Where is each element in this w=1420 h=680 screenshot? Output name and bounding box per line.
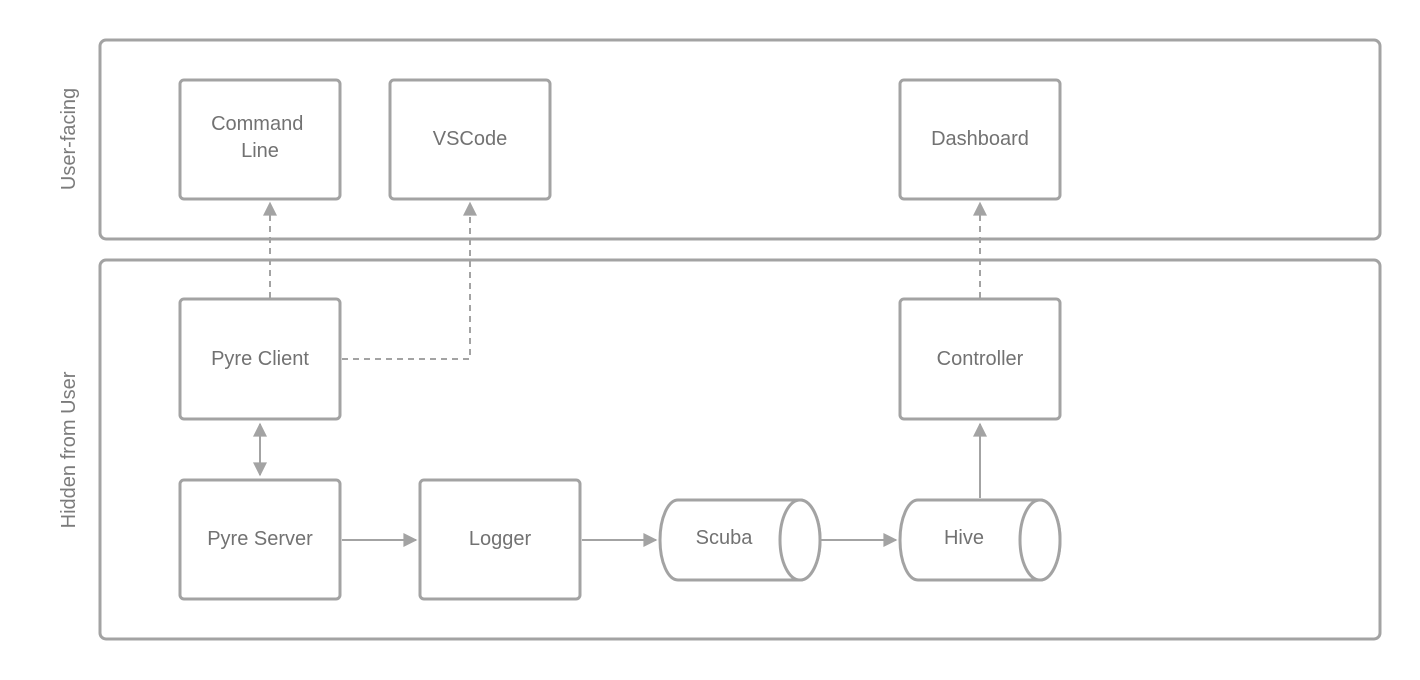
lane-label-hidden-from-user: Hidden from User bbox=[58, 371, 80, 528]
node-vscode-label: VSCode bbox=[433, 128, 508, 150]
node-dashboard[interactable]: Dashboard bbox=[898, 78, 1062, 201]
lane-label-user-facing: User-facing bbox=[58, 88, 80, 190]
node-controller[interactable]: Controller bbox=[898, 297, 1062, 421]
edges bbox=[253, 201, 987, 547]
node-pyre-server-label: Pyre Server bbox=[207, 528, 313, 550]
node-command-line-line-1: Command bbox=[211, 113, 303, 135]
node-dashboard-label: Dashboard bbox=[931, 128, 1029, 150]
node-pyre-server[interactable]: Pyre Server bbox=[178, 478, 342, 601]
edge-pyre-client-to-vscode bbox=[342, 201, 477, 360]
node-controller-label: Controller bbox=[937, 348, 1024, 370]
node-pyre-client[interactable]: Pyre Client bbox=[178, 297, 342, 421]
node-logger-label: Logger bbox=[469, 528, 532, 550]
node-vscode[interactable]: VSCode bbox=[388, 78, 552, 201]
node-logger[interactable]: Logger bbox=[418, 478, 582, 601]
node-scuba[interactable]: Scuba bbox=[658, 498, 822, 582]
svg-text:Command Line: Command Line bbox=[211, 113, 309, 162]
node-command-line-line-2: Line bbox=[241, 140, 279, 162]
node-pyre-client-label: Pyre Client bbox=[211, 348, 309, 370]
node-scuba-label: Scuba bbox=[696, 527, 754, 549]
node-hive[interactable]: Hive bbox=[898, 498, 1062, 582]
node-hive-label: Hive bbox=[944, 527, 984, 549]
node-command-line[interactable]: Command Line bbox=[178, 78, 342, 201]
